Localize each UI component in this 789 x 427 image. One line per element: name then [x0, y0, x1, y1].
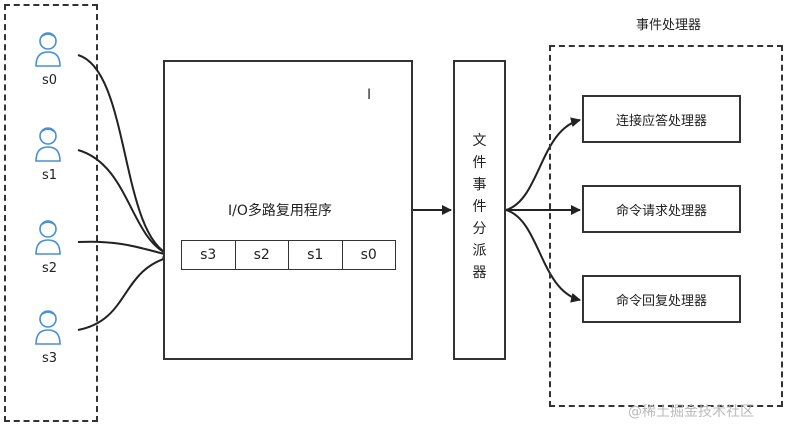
queue-cell-s1: s1	[289, 241, 343, 269]
queue-cell-s2: s2	[236, 241, 289, 269]
connector-dispatcher-h3	[505, 209, 581, 303]
user-icon	[33, 218, 63, 256]
user-icon	[33, 308, 63, 346]
handler-box-3: 命令回复处理器	[582, 275, 741, 323]
text-cursor-icon: I	[367, 87, 372, 103]
user-icon	[33, 125, 63, 163]
connector-s3	[77, 256, 171, 331]
watermark: @稀土掘金技术社区	[628, 404, 754, 420]
clients-group	[4, 4, 98, 422]
dispatcher-char: 器	[472, 265, 487, 281]
dispatcher-char: 文	[472, 133, 487, 149]
client-label-s3: s3	[42, 351, 58, 366]
queue-cell-s3: s3	[182, 241, 236, 269]
queue-cell-s0: s0	[360, 247, 377, 263]
dispatcher-char: 件	[472, 155, 487, 171]
dispatcher-char: 分	[472, 221, 487, 237]
io-multiplexer-title: I/O多路复用程序	[228, 203, 332, 219]
dispatcher-char: 派	[472, 243, 487, 259]
event-handlers-group	[549, 45, 783, 407]
dispatcher-char: 件	[472, 199, 487, 215]
user-icon	[33, 30, 63, 68]
file-event-dispatcher-label: 文件事件分派器	[453, 130, 506, 284]
io-multiplexer	[163, 60, 413, 360]
dispatcher-char: 事	[472, 177, 487, 193]
client-label-s2: s2	[42, 261, 58, 276]
connector-dispatcher-h1	[505, 117, 581, 211]
event-handlers-title: 事件处理器	[636, 18, 702, 33]
connector-s2	[77, 240, 173, 259]
file-event-dispatcher	[453, 60, 506, 360]
connector-s1	[77, 149, 171, 256]
connector-s0	[77, 54, 171, 256]
client-label-s0: s0	[42, 73, 58, 88]
handler-box-1: 连接应答处理器	[582, 95, 741, 143]
handler-box-2: 命令请求处理器	[582, 185, 741, 233]
client-label-s1: s1	[42, 168, 58, 183]
